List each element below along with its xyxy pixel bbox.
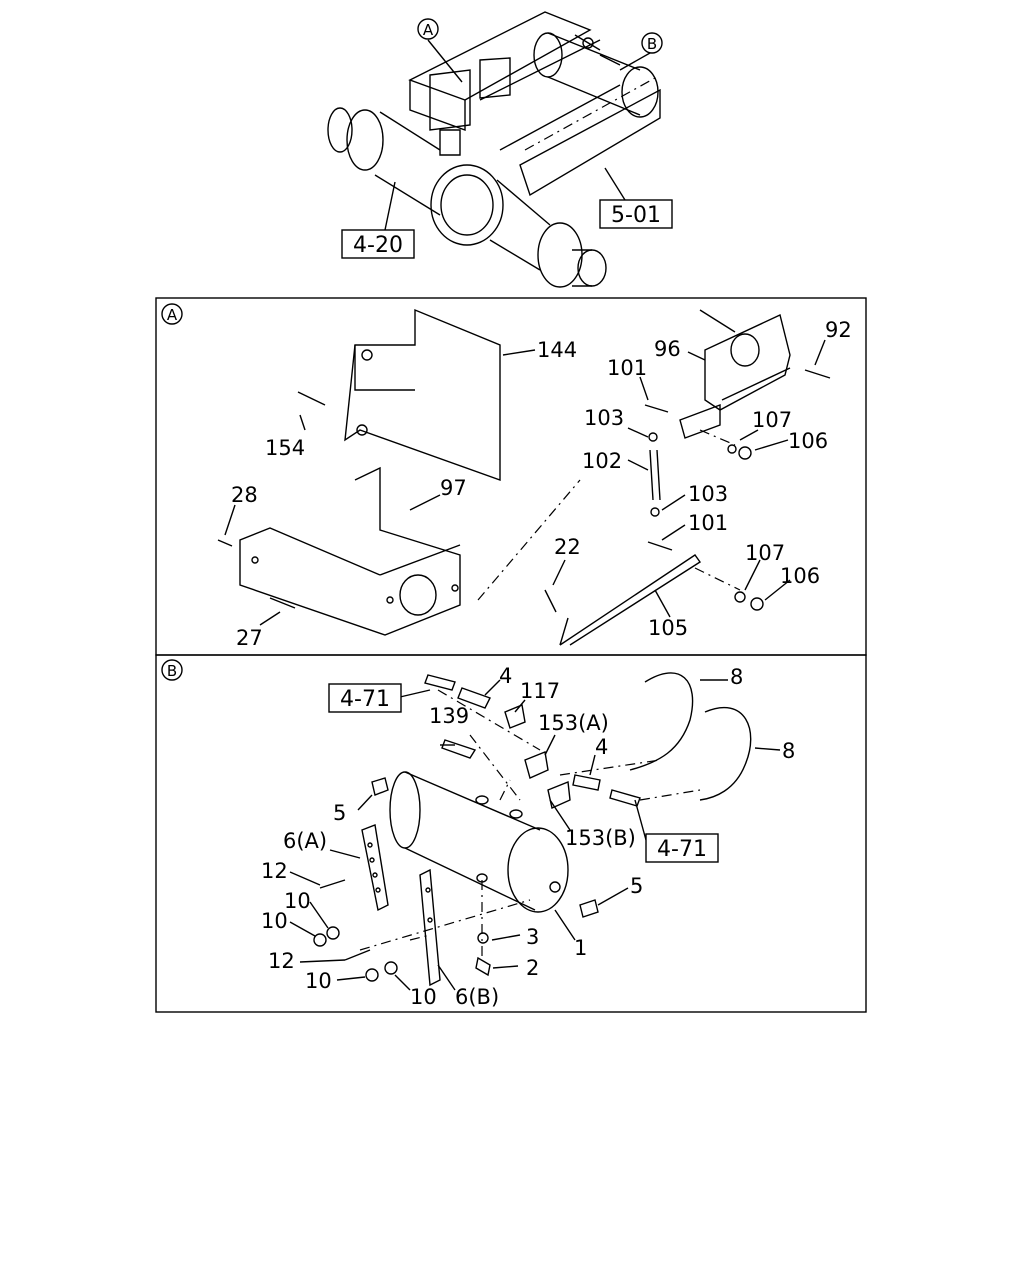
part-label-153b: 153(B) bbox=[565, 826, 636, 850]
part-label-107-upper: 107 bbox=[752, 408, 792, 432]
part-label-12-lower: 12 bbox=[268, 949, 295, 973]
part-label-3: 3 bbox=[526, 925, 539, 949]
part-label-10-c: 10 bbox=[305, 969, 332, 993]
part-label-6a: 6(A) bbox=[283, 829, 327, 853]
part-label-117: 117 bbox=[520, 679, 560, 703]
section-b-badge: B bbox=[167, 662, 177, 680]
part-label-153a: 153(A) bbox=[538, 711, 609, 735]
reference-box-5-01[interactable] bbox=[599, 199, 673, 229]
part-label-28: 28 bbox=[231, 483, 258, 507]
part-label-4-right: 4 bbox=[595, 735, 608, 759]
section-b-illustration bbox=[289, 672, 781, 991]
section-b-frame bbox=[155, 654, 867, 1013]
part-label-5-left: 5 bbox=[333, 801, 346, 825]
part-label-102: 102 bbox=[582, 449, 622, 473]
reference-box-4-71-left[interactable] bbox=[328, 683, 402, 713]
part-label-144: 144 bbox=[537, 338, 577, 362]
part-label-10-b: 10 bbox=[261, 909, 288, 933]
part-label-5-right: 5 bbox=[630, 874, 643, 898]
part-label-4-upper: 4 bbox=[499, 664, 512, 688]
reference-box-4-71-right[interactable] bbox=[645, 833, 719, 863]
reference-label-4-20: 4-20 bbox=[353, 233, 403, 258]
callout-a-circle bbox=[417, 18, 439, 40]
part-label-22: 22 bbox=[554, 535, 581, 559]
overview-illustration bbox=[327, 11, 661, 288]
section-a-badge-circle bbox=[161, 303, 183, 325]
reference-label-5-01: 5-01 bbox=[611, 203, 661, 228]
part-label-1: 1 bbox=[574, 936, 587, 960]
part-label-10-d: 10 bbox=[410, 985, 437, 1009]
part-label-2: 2 bbox=[526, 956, 539, 980]
reference-box-4-20[interactable] bbox=[341, 229, 415, 259]
section-a-badge: A bbox=[167, 306, 178, 324]
part-label-103-lower: 103 bbox=[688, 482, 728, 506]
part-label-8-lower: 8 bbox=[782, 739, 795, 763]
part-label-8-upper: 8 bbox=[730, 665, 743, 689]
part-label-101-upper: 101 bbox=[607, 356, 647, 380]
callout-b-circle bbox=[641, 32, 663, 54]
part-label-92: 92 bbox=[825, 318, 852, 342]
callout-b-label: B bbox=[647, 35, 657, 53]
part-label-107-lower: 107 bbox=[745, 541, 785, 565]
part-label-6b: 6(B) bbox=[455, 985, 499, 1009]
part-label-105: 105 bbox=[648, 616, 688, 640]
section-b-badge-circle bbox=[161, 659, 183, 681]
reference-label-4-71-left: 4-71 bbox=[340, 687, 390, 712]
section-a-illustration bbox=[217, 308, 831, 646]
part-label-97: 97 bbox=[440, 476, 467, 500]
part-label-106-upper: 106 bbox=[788, 429, 828, 453]
callout-a-label: A bbox=[423, 21, 434, 39]
part-label-154: 154 bbox=[265, 436, 305, 460]
part-label-10-a: 10 bbox=[284, 889, 311, 913]
reference-label-4-71-right: 4-71 bbox=[657, 837, 707, 862]
part-label-106-lower: 106 bbox=[780, 564, 820, 588]
part-label-139: 139 bbox=[429, 704, 469, 728]
part-label-96: 96 bbox=[654, 337, 681, 361]
part-label-103-upper: 103 bbox=[584, 406, 624, 430]
part-label-27: 27 bbox=[236, 626, 263, 650]
part-label-101-lower: 101 bbox=[688, 511, 728, 535]
part-label-12-upper: 12 bbox=[261, 859, 288, 883]
